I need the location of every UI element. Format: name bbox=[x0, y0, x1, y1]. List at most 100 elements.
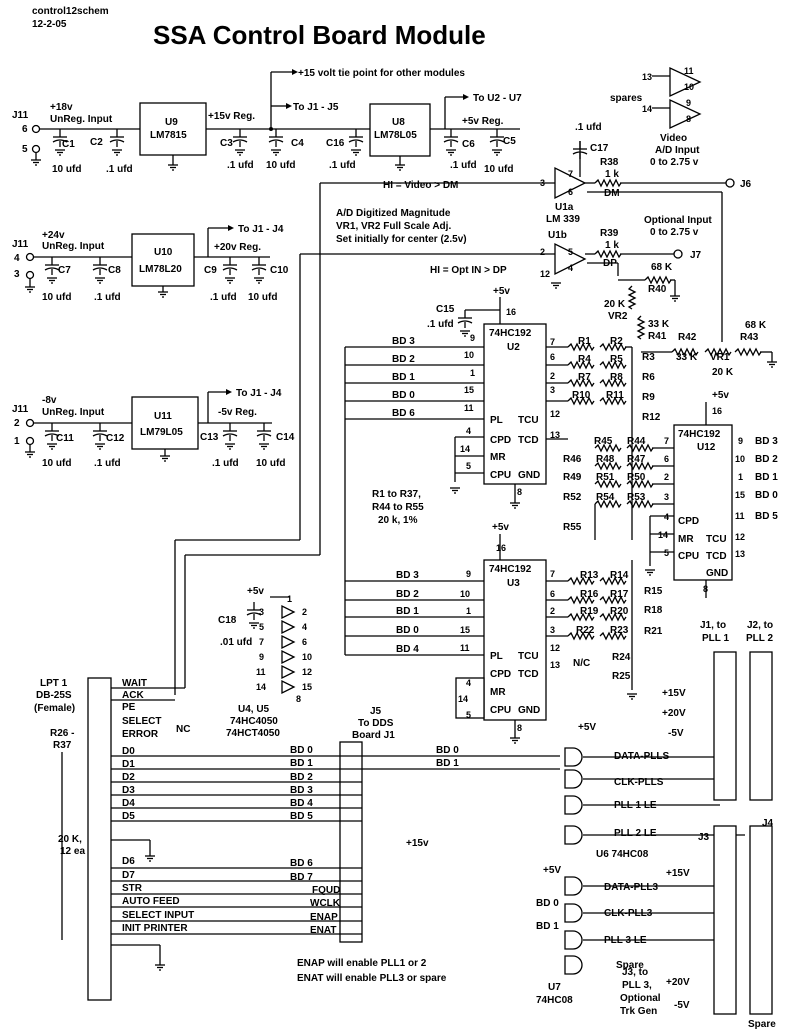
u12-part: 74HC192 bbox=[678, 429, 721, 440]
to-j1-j4-a: To J1 - J4 bbox=[238, 224, 284, 235]
svg-text:7: 7 bbox=[568, 169, 573, 179]
r42-ref: R42 bbox=[678, 332, 697, 343]
u12-bd0: BD 0 bbox=[755, 490, 778, 501]
svg-text:+15v: +15v bbox=[406, 838, 429, 849]
r43-value: 68 K bbox=[745, 320, 767, 331]
c10-label: C10 bbox=[270, 265, 289, 276]
svg-text:11: 11 bbox=[735, 511, 745, 521]
c6-value: .1 ufd bbox=[450, 160, 477, 171]
r39-value: 1 k bbox=[605, 240, 619, 251]
svg-text:5: 5 bbox=[568, 247, 573, 257]
svg-text:14: 14 bbox=[658, 530, 668, 540]
u2-cpd: CPD bbox=[490, 435, 511, 446]
u3-bd0: BD 0 bbox=[396, 625, 419, 636]
c3-value: .1 ufd bbox=[227, 160, 254, 171]
video-ad-label: A/D Input bbox=[655, 145, 700, 156]
bus-bd0: BD 0 bbox=[436, 745, 459, 756]
power-section: J11 +18v UnReg. Input 6 5 C1 C2 10 ufd .… bbox=[12, 68, 522, 469]
u2-gnd: GND bbox=[518, 470, 540, 481]
svg-text:11: 11 bbox=[460, 643, 470, 653]
c4-label: C4 bbox=[291, 138, 304, 149]
j12-m5: -5V bbox=[668, 728, 684, 739]
u12-bd3: BD 3 bbox=[755, 436, 778, 447]
svg-text:R2: R2 bbox=[610, 336, 623, 347]
u10-part: LM78L20 bbox=[139, 264, 182, 275]
j5-bd2: BD 2 bbox=[290, 772, 313, 783]
lpt-title: LPT 1 bbox=[40, 678, 68, 689]
u7-part: 74HC08 bbox=[536, 995, 573, 1006]
j5-wclk: WCLK bbox=[310, 898, 341, 909]
svg-text:4: 4 bbox=[466, 426, 471, 436]
svg-text:14: 14 bbox=[642, 104, 652, 114]
svg-text:11: 11 bbox=[256, 667, 266, 677]
j5-fqud: FQUD bbox=[312, 885, 340, 896]
u8-ref: U8 bbox=[392, 117, 405, 128]
svg-text:10: 10 bbox=[460, 589, 470, 599]
u1b-ref: U1b bbox=[548, 230, 567, 241]
unreg-input-a: UnReg. Input bbox=[50, 114, 113, 125]
svg-text:R4: R4 bbox=[578, 354, 591, 365]
svg-text:8: 8 bbox=[296, 694, 301, 704]
u12-ref: U12 bbox=[697, 442, 716, 453]
svg-text:2: 2 bbox=[302, 607, 307, 617]
svg-text:4: 4 bbox=[664, 512, 669, 522]
c4-value: 10 ufd bbox=[266, 160, 295, 171]
svg-text:R12: R12 bbox=[642, 412, 661, 423]
u12-bd5: BD 5 bbox=[755, 511, 778, 522]
j34-p20: +20V bbox=[666, 977, 690, 988]
svg-text:R14: R14 bbox=[610, 570, 629, 581]
svg-text:9: 9 bbox=[686, 98, 691, 108]
u8-regulator bbox=[369, 103, 431, 157]
svg-text:3: 3 bbox=[259, 607, 264, 617]
svg-text:14: 14 bbox=[460, 444, 470, 454]
spare-gate: Spare bbox=[616, 960, 644, 971]
svg-text:7: 7 bbox=[259, 637, 264, 647]
pull-ref-1: R26 - bbox=[50, 728, 74, 739]
j6-label: J6 bbox=[740, 179, 752, 190]
svg-text:R13: R13 bbox=[580, 570, 599, 581]
r38-value: 1 k bbox=[605, 169, 619, 180]
c3-label: C3 bbox=[220, 138, 233, 149]
svg-text:R10: R10 bbox=[572, 390, 591, 401]
lpt-pe: PE bbox=[122, 702, 136, 713]
c12-label: C12 bbox=[106, 433, 125, 444]
lpt-female: (Female) bbox=[34, 703, 75, 714]
svg-text:R22: R22 bbox=[576, 625, 595, 636]
to-j1-j4-b: To J1 - J4 bbox=[236, 388, 282, 399]
lpt-nc: NC bbox=[176, 724, 190, 735]
lpt-d2: D2 bbox=[122, 772, 135, 783]
svg-text:R47: R47 bbox=[627, 454, 646, 465]
svg-text:R18: R18 bbox=[644, 605, 663, 616]
dm-label: DM bbox=[604, 188, 620, 199]
c9-value: .1 ufd bbox=[210, 292, 237, 303]
svg-text:10: 10 bbox=[464, 350, 474, 360]
c15-value: .1 ufd bbox=[427, 319, 454, 330]
c16-label: C16 bbox=[326, 138, 345, 149]
pll2-le: PLL 2 LE bbox=[614, 828, 657, 839]
j5-bd4: BD 4 bbox=[290, 798, 313, 809]
file-name: control12schem bbox=[32, 6, 109, 17]
u6-ref: U6 74HC08 bbox=[596, 849, 649, 860]
j11-label-b: J11 bbox=[12, 239, 29, 250]
u11-part: LM79L05 bbox=[140, 427, 183, 438]
tie-point-label: +15 volt tie point for other modules bbox=[298, 68, 465, 79]
lpt-d1: D1 bbox=[122, 759, 135, 770]
c8-value: .1 ufd bbox=[94, 292, 121, 303]
u12-cpu: CPU bbox=[678, 551, 699, 562]
svg-text:R20: R20 bbox=[610, 606, 629, 617]
svg-text:14: 14 bbox=[458, 694, 468, 704]
svg-text:13: 13 bbox=[550, 430, 560, 440]
svg-text:1: 1 bbox=[466, 606, 471, 616]
u2-pl: PL bbox=[490, 415, 503, 426]
u3-cpd: CPD bbox=[490, 669, 511, 680]
j12-p15: +15V bbox=[662, 688, 686, 699]
data-pll3: DATA-PLL3 bbox=[604, 882, 659, 893]
j5-connector: J5 To DDS Board J1 BD 0 BD 1 BD 2 BD 3 B… bbox=[111, 706, 560, 943]
j34-p15: +15V bbox=[666, 868, 690, 879]
note-enap: ENAP will enable PLL1 or 2 bbox=[297, 958, 427, 969]
svg-text:R19: R19 bbox=[580, 606, 599, 617]
lpt-wait: WAIT bbox=[122, 678, 147, 689]
u2-5v: +5v bbox=[493, 286, 510, 297]
u7-bd0: BD 0 bbox=[536, 898, 559, 909]
